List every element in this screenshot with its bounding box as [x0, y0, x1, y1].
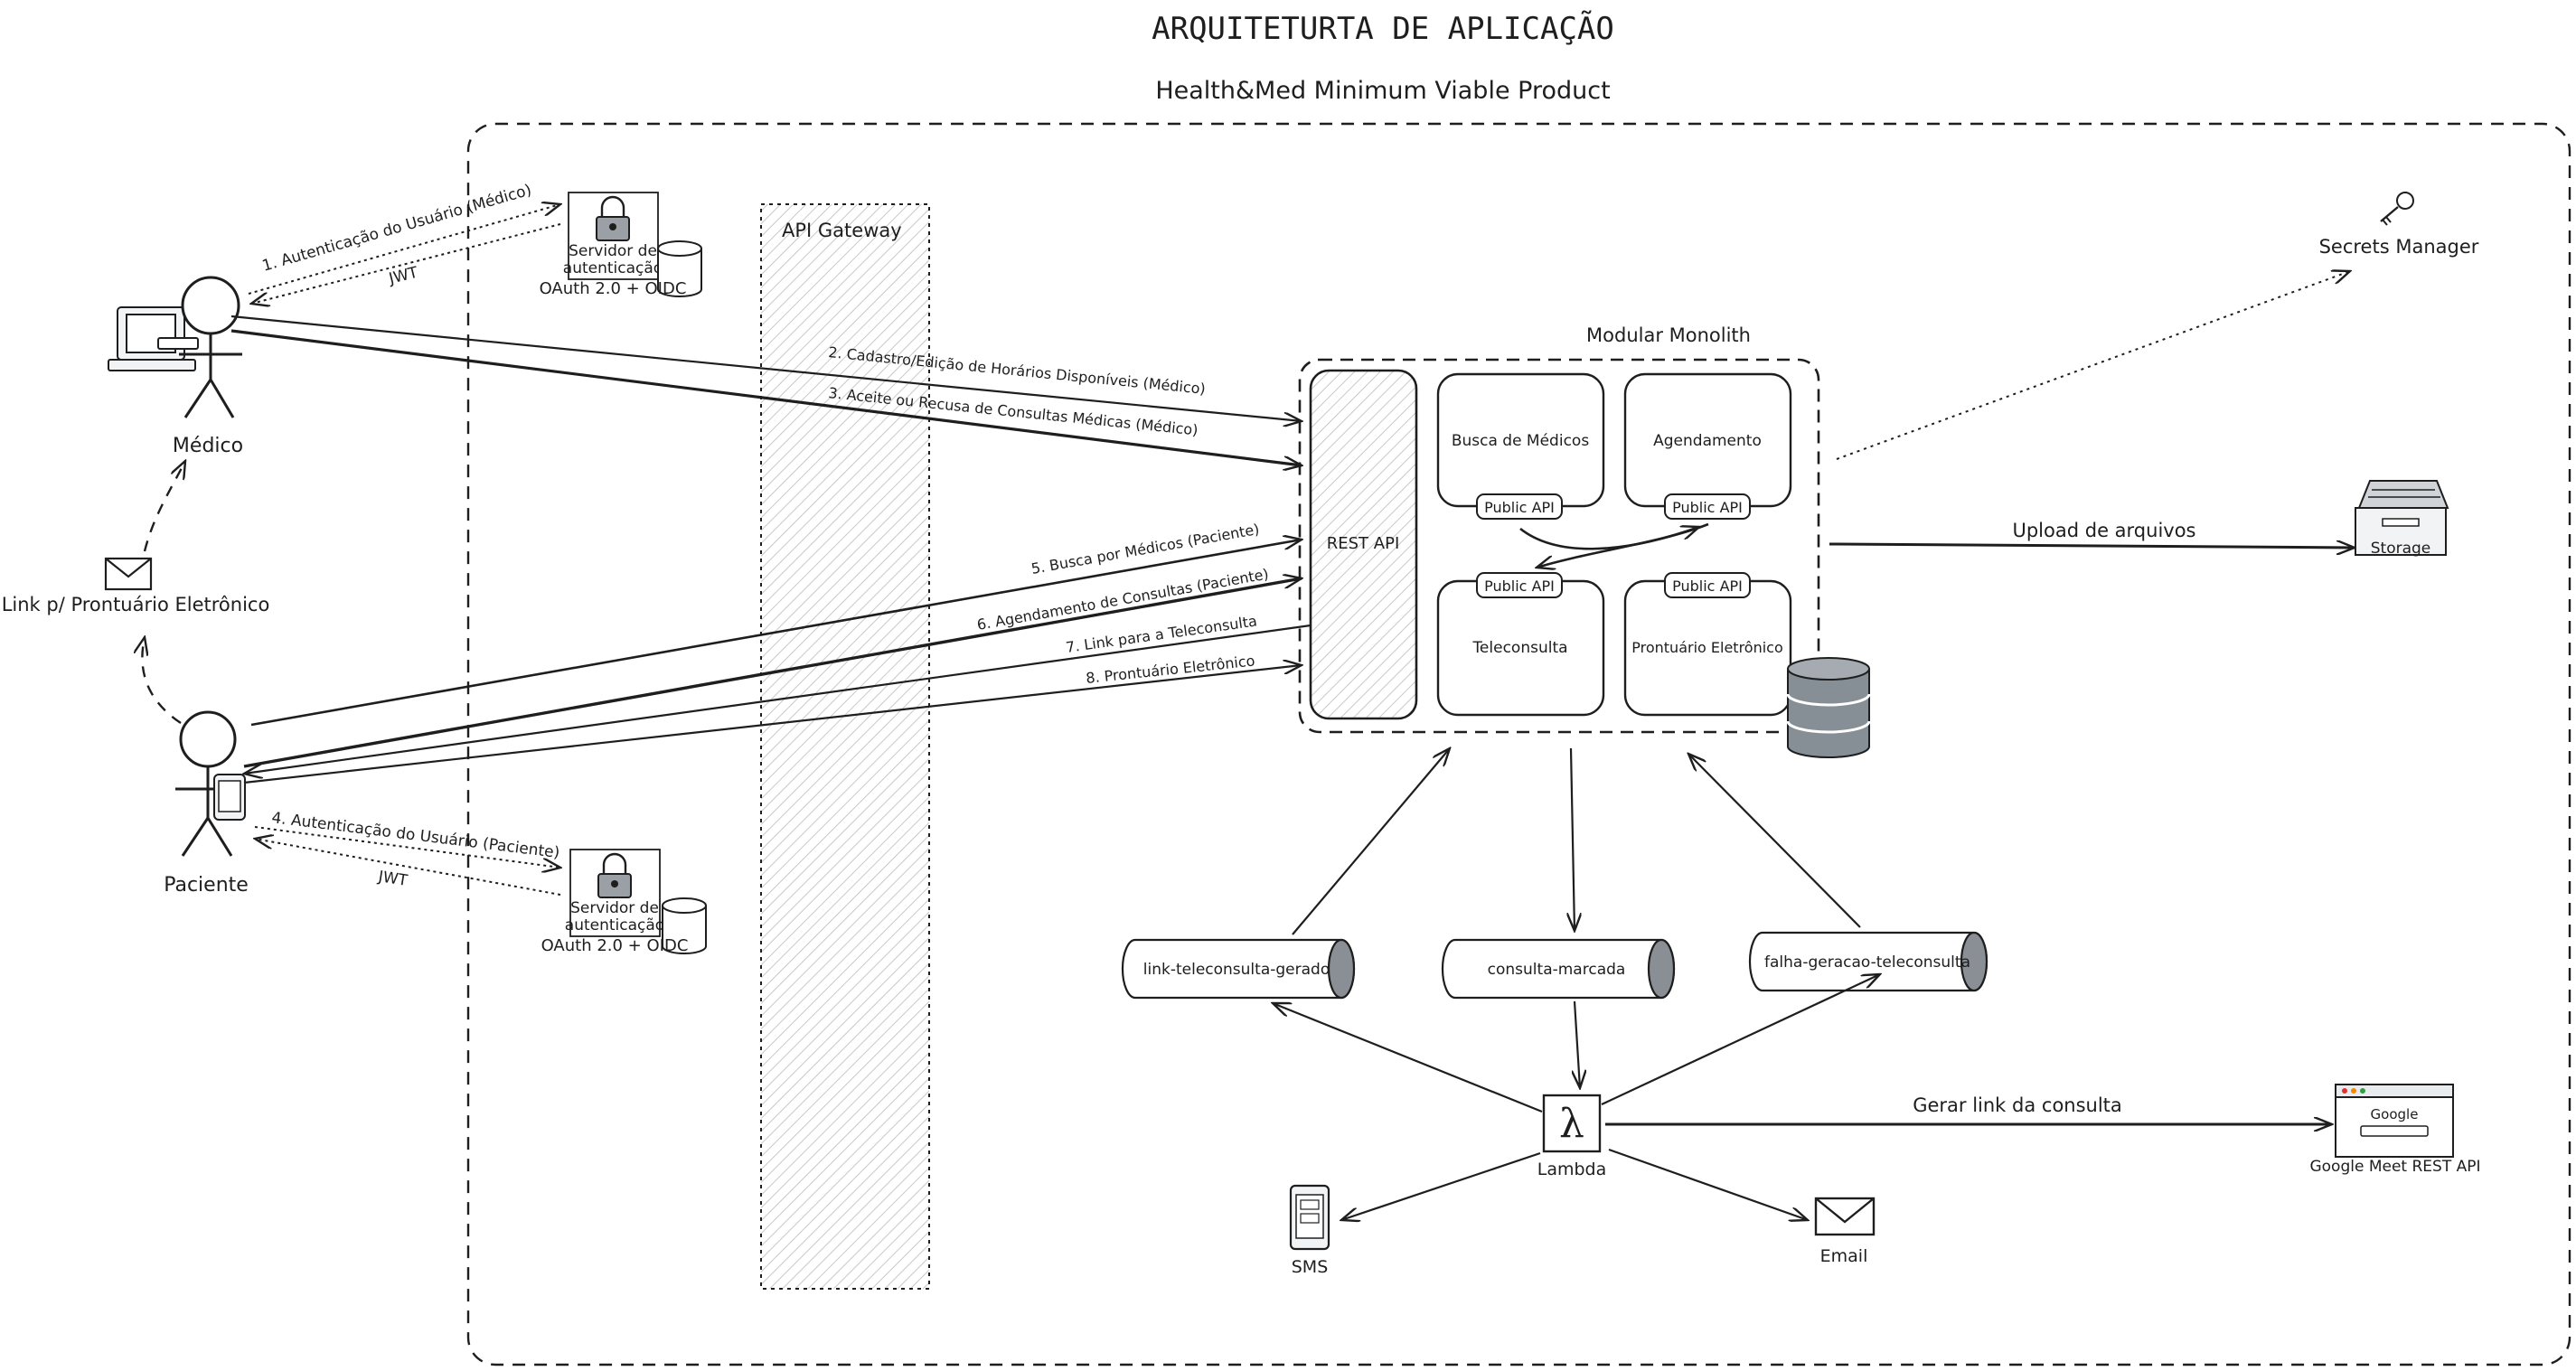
paciente-head-icon	[179, 710, 237, 768]
flow-aceite-arrow	[230, 329, 1302, 465]
browser-window-icon: Google	[2335, 1084, 2454, 1158]
auth-server-label-1: Servidor de	[570, 899, 659, 917]
auth-server-medico: Servidor de autenticação OAuth 2.0 + OID…	[540, 192, 702, 298]
google-meet-label: Google Meet REST API	[2309, 1158, 2480, 1176]
queue3-to-monolith-arrow	[1688, 754, 1861, 928]
module-prontuario-label: Prontuário Eletrônico	[1631, 639, 1783, 656]
upload-label: Upload de arquivos	[2012, 520, 2195, 541]
medico-actor: Médico	[108, 276, 243, 457]
secrets-arrow	[1836, 271, 2350, 460]
auth-paciente-label: 4. Autenticação do Usuário (Paciente)	[270, 809, 560, 862]
queue-label: falha-geracao-teleconsulta	[1764, 953, 1970, 972]
link-prontuario-label: Link p/ Prontuário Eletrônico	[2, 594, 270, 615]
lambda-icon: λ	[1542, 1094, 1602, 1153]
paciente-to-link-arrow	[142, 637, 182, 724]
rest-api-box	[1309, 369, 1418, 720]
jwt-paciente-label: JWT	[376, 868, 409, 890]
public-api-label: Public API	[1484, 499, 1555, 516]
flow-agendamento-arrow	[243, 578, 1302, 768]
lock-icon	[596, 195, 630, 241]
database-icon	[657, 240, 702, 297]
queue2-to-lambda-arrow	[1575, 1000, 1580, 1088]
email-envelope-icon	[1814, 1197, 1876, 1236]
public-api-prontuario	[1664, 572, 1751, 598]
public-api-agendamento	[1664, 493, 1751, 520]
medico-label: Médico	[173, 435, 243, 457]
key-icon	[2380, 192, 2414, 226]
sms-phone-icon	[1289, 1184, 1330, 1251]
flow-link-tele-label: 7. Link para a Teleconsulta	[1065, 612, 1258, 656]
jwt-paciente-arrow	[255, 839, 561, 896]
public-api-label: Public API	[1484, 578, 1555, 595]
flow-busca-label: 5. Busca por Médicos (Paciente)	[1029, 521, 1260, 578]
monolith-database-icon	[1786, 657, 1871, 758]
smartphone-icon	[213, 774, 246, 821]
monolith-title: Modular Monolith	[1586, 324, 1751, 346]
storage-label: Storage	[2371, 540, 2431, 558]
auth-medico-label: 1. Autenticação do Usuário (Médico)	[260, 181, 533, 275]
flow-link-tele-arrow	[244, 624, 1312, 774]
svg-text:λ: λ	[1559, 1101, 1584, 1147]
paciente-label: Paciente	[164, 874, 249, 897]
queue-label: consulta-marcada	[1488, 961, 1626, 979]
internal-arrow-1	[1519, 527, 1699, 550]
upload-arrow	[1829, 544, 2355, 548]
queue-link-teleconsulta-gerado: link-teleconsulta-gerado	[1121, 938, 1356, 1000]
gerar-link-label: Gerar link da consulta	[1913, 1094, 2122, 1116]
lambda-to-sms-arrow	[1341, 1151, 1541, 1220]
auth-server-caption: OAuth 2.0 + OIDC	[541, 936, 689, 955]
flow-prontuario-arrow	[243, 665, 1302, 784]
monolith-to-queue2-arrow	[1571, 747, 1575, 931]
auth-server-label-1: Servidor de	[569, 242, 657, 260]
page-subtitle: Health&Med Minimum Viable Product	[1155, 77, 1610, 105]
auth-server-label-2: autenticação	[563, 259, 663, 277]
public-api-label: Public API	[1672, 499, 1743, 516]
module-busca-label: Busca de Médicos	[1452, 432, 1590, 450]
page-title: ARQUITETURTA DE APLICAÇÃO	[1152, 11, 1614, 47]
auth-paciente-arrow	[254, 826, 560, 868]
auth-server-paciente: Servidor de autenticação OAuth 2.0 + OID…	[541, 849, 707, 955]
jwt-medico-arrow	[251, 223, 561, 304]
lambda-label: Lambda	[1537, 1160, 1607, 1179]
email-label: Email	[1820, 1246, 1868, 1266]
lambda-to-email-arrow	[1608, 1148, 1808, 1220]
queue-label: link-teleconsulta-gerado	[1143, 961, 1330, 979]
lambda-to-queue3-arrow	[1601, 974, 1880, 1105]
public-api-busca	[1476, 493, 1563, 520]
auth-server-caption: OAuth 2.0 + OIDC	[540, 279, 687, 298]
google-logo-text: Google	[2371, 1106, 2419, 1122]
api-gateway-panel	[760, 203, 930, 1290]
storage-icon	[2355, 480, 2449, 556]
module-agendamento-label: Agendamento	[1653, 432, 1762, 450]
lambda-to-queue1-arrow	[1273, 1003, 1543, 1113]
computer-icon	[108, 306, 199, 371]
public-api-label: Public API	[1672, 578, 1743, 595]
public-api-teleconsulta	[1476, 572, 1563, 598]
queue-falha-geracao-teleconsulta: falha-geracao-teleconsulta	[1748, 931, 1988, 992]
queue-consulta-marcada: consulta-marcada	[1441, 938, 1676, 1000]
module-teleconsulta-label: Teleconsulta	[1471, 639, 1567, 657]
jwt-medico-label: JWT	[386, 264, 420, 289]
system-boundary	[466, 122, 2571, 1366]
flow-busca-arrow	[250, 540, 1302, 727]
paciente-actor: Paciente	[164, 710, 249, 897]
queue1-to-monolith-arrow	[1292, 748, 1450, 935]
flow-cadastro-arrow	[230, 315, 1302, 421]
api-gateway-label: API Gateway	[782, 220, 902, 241]
medico-head-icon	[181, 276, 240, 335]
secrets-manager-label: Secrets Manager	[2319, 236, 2479, 258]
internal-arrow-2	[1537, 522, 1709, 568]
lock-icon	[597, 852, 632, 898]
flow-prontuario-label: 8. Prontuário Eletrônico	[1085, 652, 1255, 687]
rest-api-label: REST API	[1327, 534, 1400, 553]
database-icon	[662, 897, 707, 954]
auth-server-label-2: autenticação	[565, 916, 664, 934]
envelope-icon	[104, 557, 153, 591]
sms-label: SMS	[1292, 1257, 1329, 1277]
link-to-medico-arrow	[143, 461, 185, 552]
